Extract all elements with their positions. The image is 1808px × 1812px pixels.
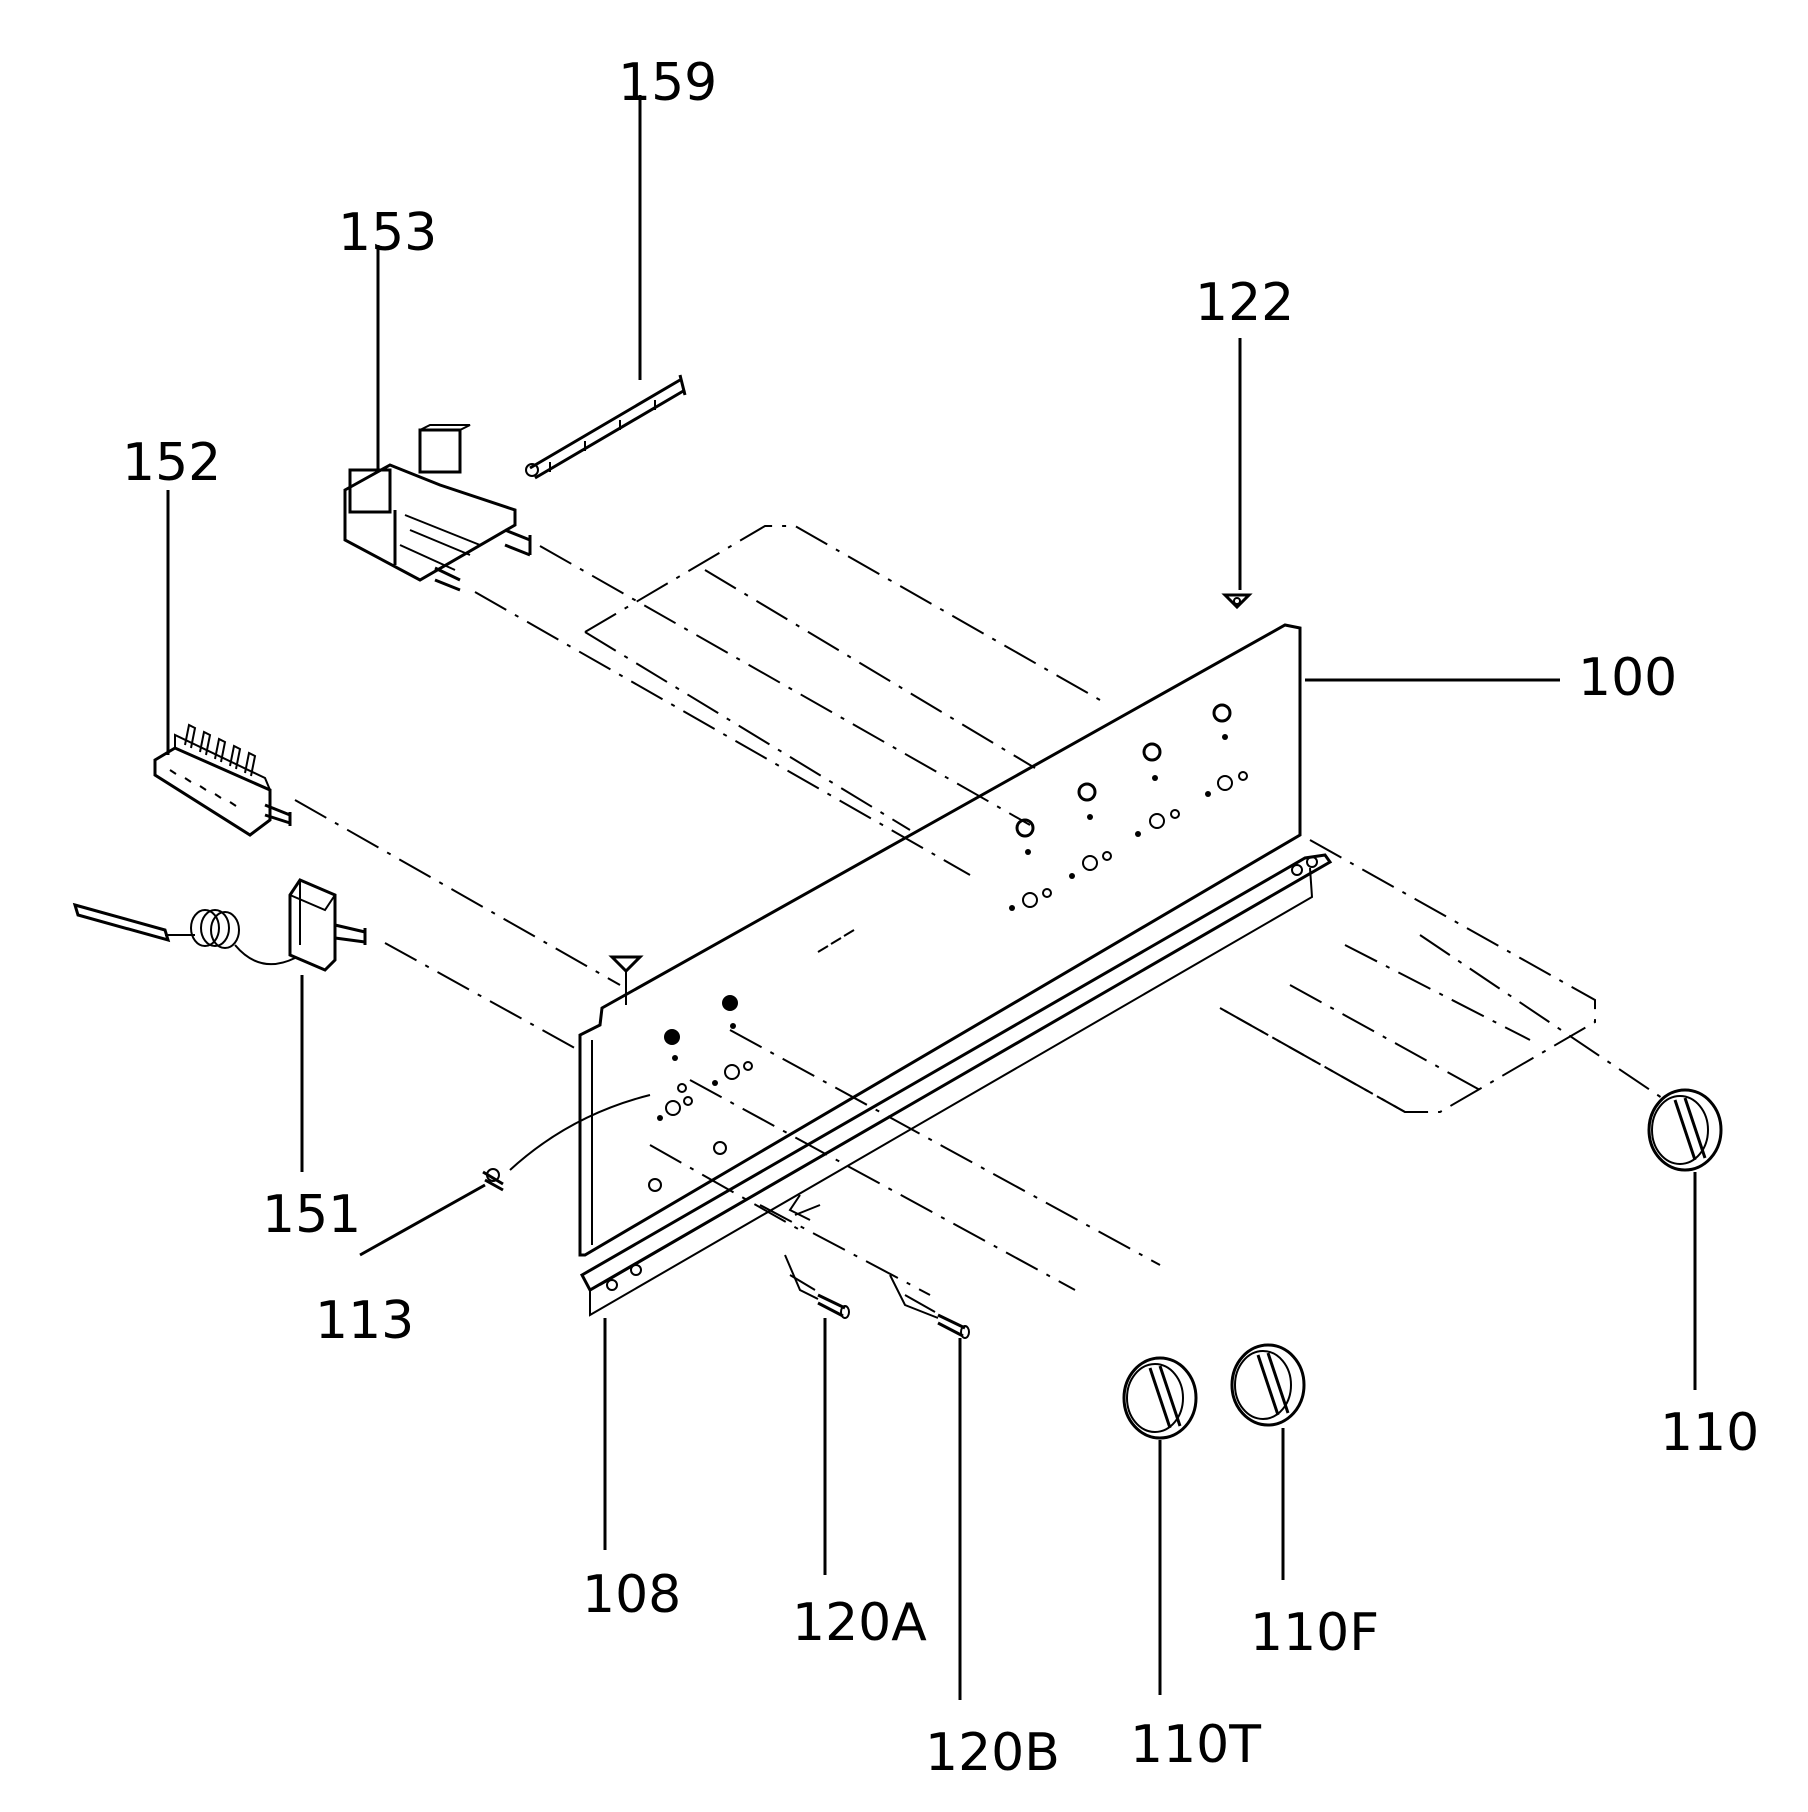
knob-110F [1230, 1343, 1306, 1427]
callout-152: 152 [122, 433, 221, 493]
component-159 [525, 374, 687, 480]
callout-120A: 120A [792, 1593, 927, 1653]
screw-122 [1221, 593, 1253, 610]
top-outline [584, 525, 1596, 1113]
callouts: 159 153 152 122 100 151 113 110 108 120A… [122, 53, 1759, 1783]
knob-110 [1647, 1088, 1723, 1172]
assembly-lines [294, 545, 1666, 1296]
callout-110T: 110T [1130, 1715, 1261, 1775]
callout-120B: 120B [925, 1723, 1060, 1783]
leader-lines [166, 95, 1697, 1700]
callout-159: 159 [618, 53, 717, 113]
callout-122: 122 [1195, 273, 1294, 333]
callout-100: 100 [1578, 648, 1677, 708]
callout-153: 153 [338, 203, 437, 263]
callout-151: 151 [262, 1185, 361, 1245]
callout-113: 113 [315, 1291, 414, 1351]
screw-panel-left [608, 955, 644, 1005]
bottom-rail [579, 853, 1333, 1317]
knob-110T [1122, 1356, 1198, 1440]
component-120A [784, 1254, 850, 1319]
component-120B [889, 1274, 970, 1339]
callout-110F: 110F [1250, 1603, 1379, 1663]
component-151 [72, 878, 367, 972]
control-panel [578, 623, 1302, 1257]
component-152 [153, 723, 292, 837]
component-113 [482, 1094, 651, 1192]
callout-110: 110 [1660, 1403, 1759, 1463]
callout-108: 108 [582, 1565, 681, 1625]
electrode-wire [788, 1194, 811, 1221]
component-153 [343, 424, 532, 592]
